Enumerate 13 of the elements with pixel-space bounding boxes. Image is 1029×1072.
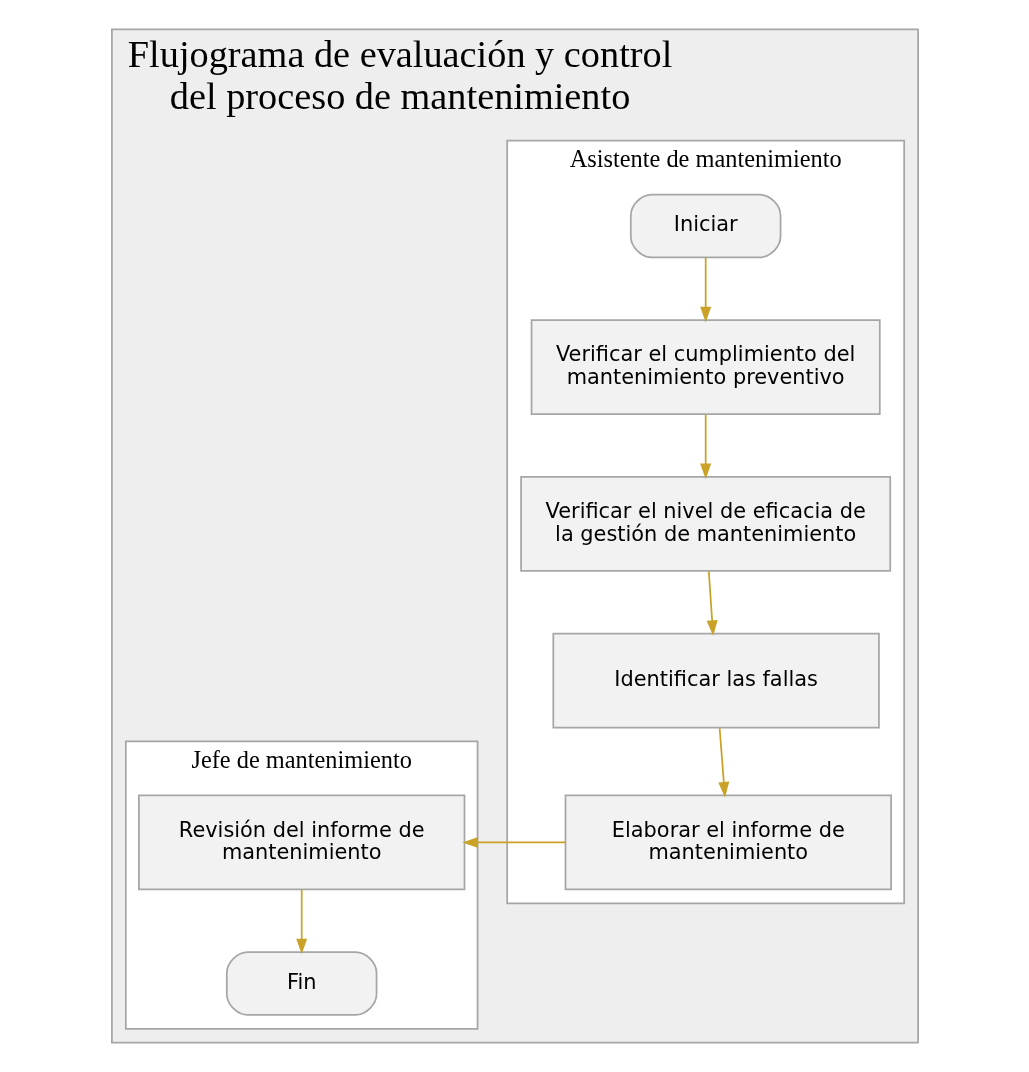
node-box: Identificar las fallas <box>551 632 880 729</box>
node-box: Elaborar el informe de mantenimiento <box>564 794 892 891</box>
arrow <box>706 570 718 636</box>
arrow <box>461 836 566 848</box>
node-box: Fin <box>225 951 377 1016</box>
node-box: Verificar el nivel de eficacia de la gestión de mantenimiento <box>519 475 891 572</box>
node-box: Iniciar <box>629 193 781 259</box>
arrow <box>699 256 711 323</box>
arrow <box>699 413 711 480</box>
arrow <box>717 727 729 798</box>
node-box: Revisión del informe de mantenimiento <box>137 794 465 891</box>
node-box: Verificar el cumplimiento del mantenimiento preventivo <box>530 319 881 415</box>
arrow <box>295 889 307 955</box>
